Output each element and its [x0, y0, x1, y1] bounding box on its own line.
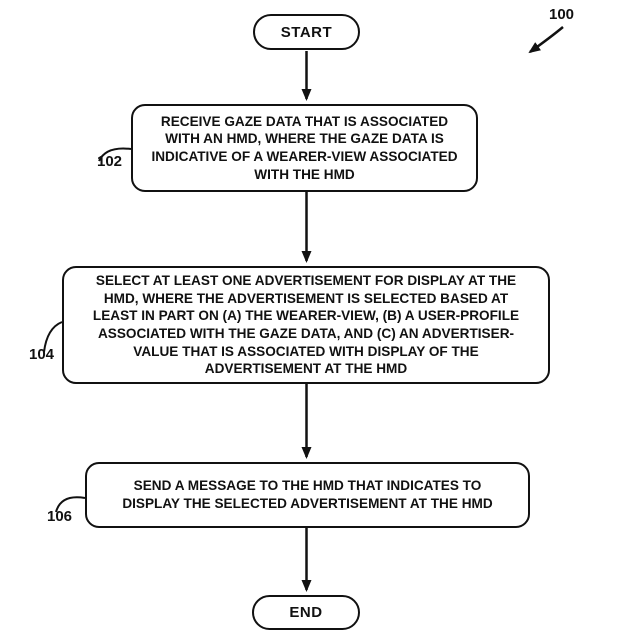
ref-number-104: 104 — [29, 346, 55, 363]
start-label: START — [280, 23, 333, 41]
end-label: END — [289, 604, 323, 621]
process-box-106-text: SEND A MESSAGE TO THE HMD THAT INDICATES… — [122, 478, 493, 511]
process-box-102-text: RECEIVE GAZE DATA THAT IS ASSOCIATED WIT… — [151, 113, 458, 182]
leader-line-104 — [43, 321, 63, 353]
process-box-102: RECEIVE GAZE DATA THAT IS ASSOCIATED WIT… — [131, 104, 478, 192]
ref-number-102: 102 — [97, 153, 123, 170]
start-terminal: START — [253, 14, 360, 50]
ref-number-106: 106 — [47, 508, 73, 525]
process-box-104-text: SELECT AT LEAST ONE ADVERTISEMENT FOR DI… — [92, 273, 520, 377]
leader-line-102 — [98, 147, 132, 162]
leader-line-106 — [55, 496, 86, 513]
process-box-104: SELECT AT LEAST ONE ADVERTISEMENT FOR DI… — [62, 266, 550, 384]
figure-reference-number: 100 — [549, 6, 575, 23]
end-terminal: END — [252, 595, 360, 630]
process-box-106: SEND A MESSAGE TO THE HMD THAT INDICATES… — [85, 462, 530, 528]
figure-reference-arrow — [528, 26, 564, 54]
